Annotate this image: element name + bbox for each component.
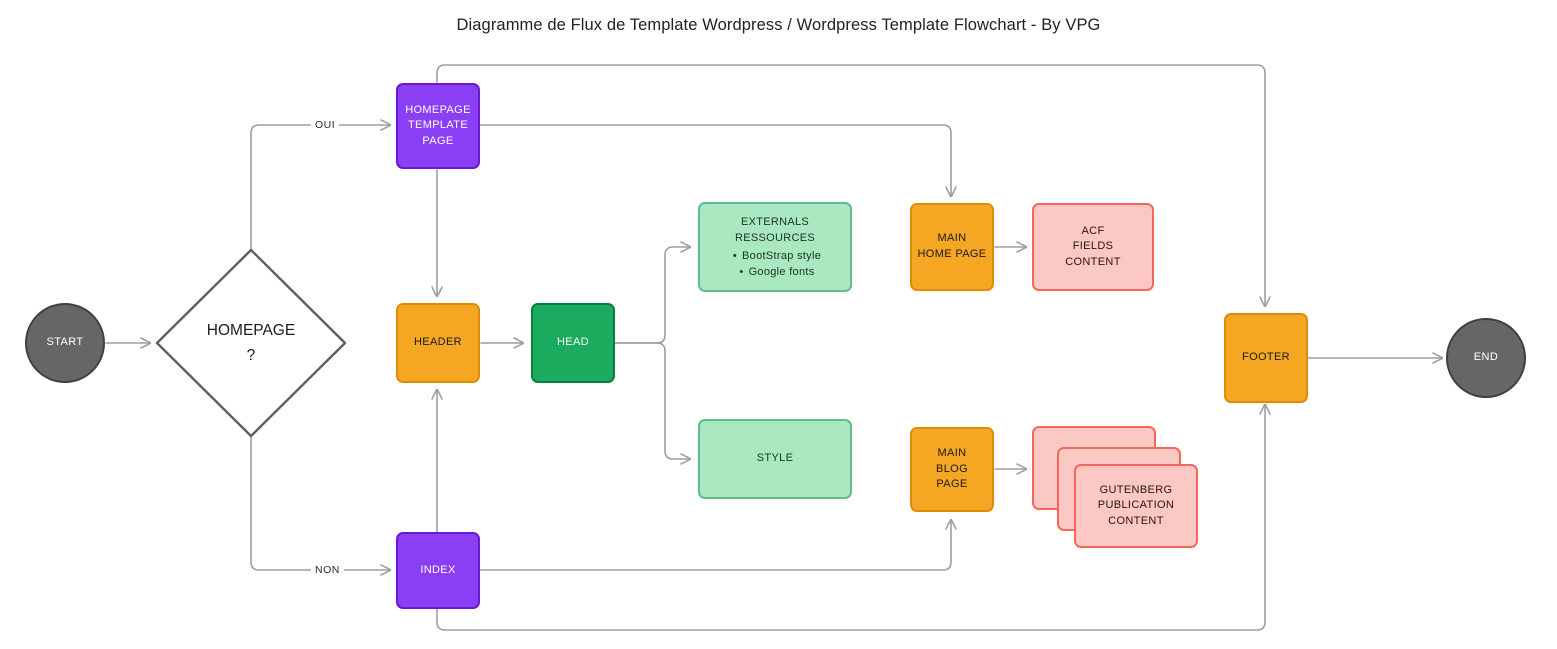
node-acf-fields-content[interactable]: ACF FIELDS CONTENT bbox=[1032, 203, 1154, 291]
diamond-shape bbox=[155, 248, 347, 438]
node-main-home-page[interactable]: MAIN HOME PAGE bbox=[910, 203, 994, 291]
edge-index-to-footer bbox=[436, 405, 1265, 631]
node-decision-homepage[interactable]: HOMEPAGE ? bbox=[155, 248, 347, 438]
node-gutenberg-publication-content-label: GUTENBERG PUBLICATION CONTENT bbox=[1097, 483, 1175, 527]
node-footer[interactable]: FOOTER bbox=[1224, 313, 1308, 403]
node-index[interactable]: INDEX bbox=[396, 532, 480, 609]
node-end-label: END bbox=[1473, 351, 1499, 364]
node-style-label: STYLE bbox=[756, 452, 794, 465]
edge-homepage-template-to-main-home-page bbox=[479, 124, 951, 196]
edge-homepage-template-to-footer bbox=[436, 64, 1265, 306]
node-homepage-template-page[interactable]: HOMEPAGE TEMPLATE PAGE bbox=[396, 83, 480, 169]
node-style[interactable]: STYLE bbox=[698, 419, 852, 499]
node-head-label: HEAD bbox=[557, 336, 589, 349]
gutenberg-card-front[interactable]: GUTENBERG PUBLICATION CONTENT bbox=[1074, 464, 1198, 548]
externals-ressources-body: EXTERNALS RESSOURCES BootStrap style Goo… bbox=[700, 214, 850, 281]
node-gutenberg-publication-content[interactable]: GUTENBERG PUBLICATION CONTENT bbox=[1032, 426, 1202, 552]
edge-decision-oui-homepage-template bbox=[250, 125, 390, 251]
node-head[interactable]: HEAD bbox=[531, 303, 615, 383]
node-footer-label: FOOTER bbox=[1242, 351, 1290, 364]
node-header[interactable]: HEADER bbox=[396, 303, 480, 383]
list-item: Google fonts bbox=[704, 264, 850, 281]
node-homepage-template-page-label: HOMEPAGE TEMPLATE PAGE bbox=[405, 103, 471, 147]
node-header-label: HEADER bbox=[414, 336, 462, 349]
node-end[interactable]: END bbox=[1446, 318, 1526, 398]
edge-head-to-style bbox=[614, 342, 690, 459]
externals-ressources-title: EXTERNALS RESSOURCES bbox=[734, 215, 816, 245]
node-start[interactable]: START bbox=[25, 303, 105, 383]
node-main-home-page-label: MAIN HOME PAGE bbox=[917, 232, 987, 260]
edge-index-to-main-blog-page bbox=[479, 520, 951, 571]
externals-ressources-list: BootStrap style Google fonts bbox=[700, 248, 850, 281]
edge-label-non: NON bbox=[311, 563, 344, 577]
edge-head-to-externals-ressources bbox=[614, 247, 690, 344]
node-externals-ressources[interactable]: EXTERNALS RESSOURCES BootStrap style Goo… bbox=[698, 202, 852, 292]
edge-label-oui: OUI bbox=[311, 118, 340, 132]
node-start-label: START bbox=[46, 336, 84, 349]
edge-decision-non-index bbox=[250, 435, 390, 570]
node-main-blog-page-label: MAIN BLOG PAGE bbox=[936, 447, 968, 491]
node-decision-label: HOMEPAGE ? bbox=[206, 321, 296, 364]
page-title: Diagramme de Flux de Template Wordpress … bbox=[456, 16, 1101, 34]
list-item: BootStrap style bbox=[704, 248, 850, 265]
node-index-label: INDEX bbox=[420, 563, 456, 576]
node-acf-fields-content-label: ACF FIELDS CONTENT bbox=[1065, 224, 1121, 268]
node-main-blog-page[interactable]: MAIN BLOG PAGE bbox=[910, 427, 994, 512]
